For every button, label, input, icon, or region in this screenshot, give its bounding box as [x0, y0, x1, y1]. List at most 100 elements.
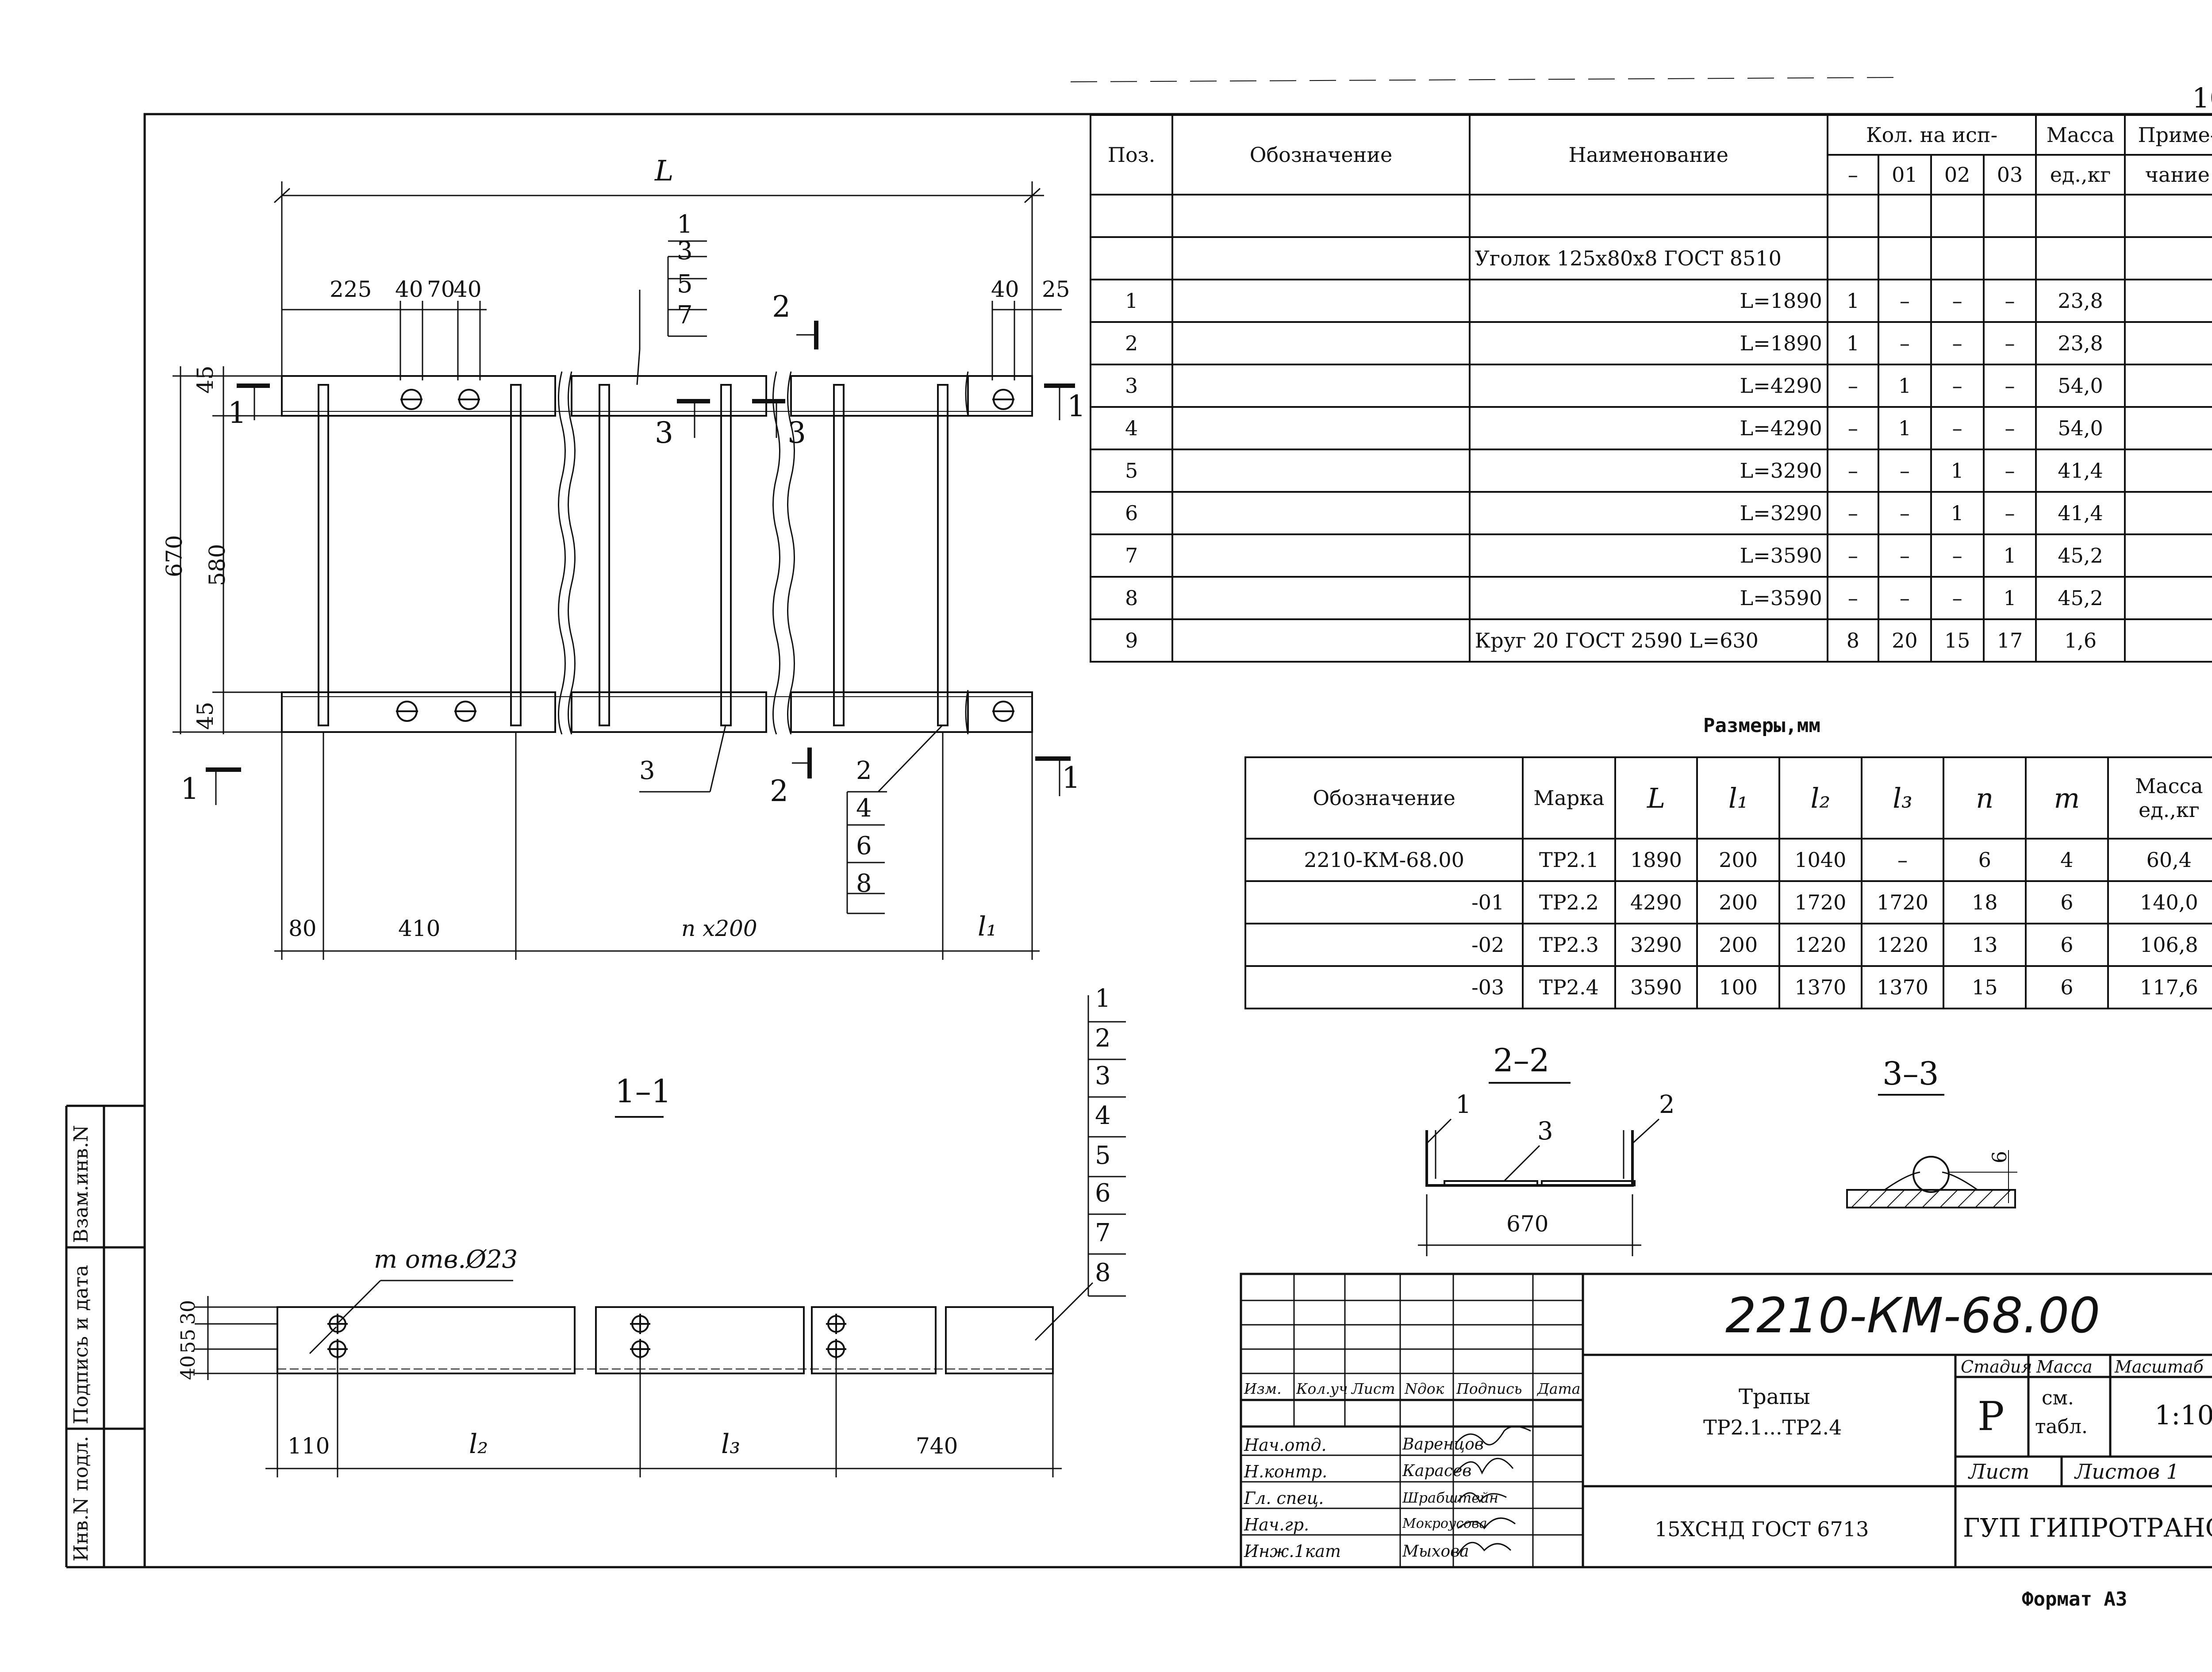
staff-name-4: Мыхова — [1402, 1542, 1469, 1561]
spec-qty: – — [1877, 576, 1932, 620]
dims-cell: -02 — [1244, 923, 1524, 967]
dims-cell: 1720 — [1860, 880, 1945, 924]
spec-mass: 45,2 — [2035, 576, 2126, 620]
dims-header: m — [2025, 756, 2109, 840]
spec-h-q3: 03 — [1982, 154, 2037, 196]
spec-mass: 23,8 — [2035, 321, 2126, 365]
callout-1-8-lines — [1087, 995, 1126, 1297]
spec-qty: 15 — [1930, 618, 1985, 663]
spec-designation — [1171, 576, 1471, 620]
section-mark-2b: 2 — [770, 774, 788, 808]
sec22-dim-670: 670 — [1506, 1211, 1549, 1237]
spec-table: Поз. Обозначение Наименование Кол. на ис… — [1089, 114, 2212, 663]
spec-pos: 8 — [1089, 576, 1174, 620]
bottom-angle-seg-4 — [967, 691, 1033, 733]
spec-mass: 54,0 — [2035, 406, 2126, 450]
callout-s-5: 5 — [1095, 1141, 1111, 1170]
dims-cell: ТР2.1 — [1522, 838, 1616, 882]
spec-designation — [1171, 533, 1471, 578]
dims-cell: 1890 — [1614, 838, 1698, 882]
spec-qty: – — [1877, 449, 1932, 493]
section-2-2-view — [1418, 1082, 1660, 1256]
dims-cell: 200 — [1696, 923, 1781, 967]
spec-note — [2124, 449, 2212, 493]
spec-pos: 7 — [1089, 533, 1174, 578]
spec-mass: 41,4 — [2035, 491, 2126, 535]
spec-qty: – — [1982, 491, 2037, 535]
spec-pos: 3 — [1089, 364, 1174, 408]
spec-note — [2124, 364, 2212, 408]
staff-name-3: Мокроусова — [1402, 1516, 1487, 1531]
spec-qty: 1 — [1982, 533, 2037, 578]
spec-qty: – — [1982, 321, 2037, 365]
dims-cell: 1370 — [1860, 965, 1945, 1009]
section-1-1-view — [276, 1116, 1054, 1374]
spec-note — [2124, 406, 2212, 450]
spec-qty — [1826, 194, 1879, 238]
spec-mass: 45,2 — [2035, 533, 2126, 578]
callout-top-3: 3 — [677, 237, 693, 265]
section-markers — [206, 321, 1075, 778]
spec-qty: 20 — [1877, 618, 1932, 663]
spec-qty: – — [1982, 449, 2037, 493]
dims-cell: 6 — [2025, 880, 2109, 924]
staff-name-1: Карасев — [1402, 1462, 1472, 1480]
spec-pos: 9 — [1089, 618, 1174, 663]
section-mark-2a: 2 — [772, 290, 791, 324]
dims-cell: -01 — [1244, 880, 1524, 924]
spec-mass: 1,6 — [2035, 618, 2126, 663]
spec-pos — [1089, 194, 1174, 238]
dims-header: L — [1614, 756, 1698, 840]
staff-role-1: Н.контр. — [1244, 1462, 1328, 1481]
tb-col-koluch: Кол.уч — [1296, 1380, 1348, 1397]
spec-qty: – — [1826, 491, 1879, 535]
stage-value: Р — [1978, 1393, 2005, 1440]
staff-role-0: Нач.отд. — [1244, 1435, 1327, 1455]
spec-name: L=3290 — [1468, 491, 1828, 535]
spec-h-pos: Поз. — [1089, 114, 1174, 196]
mass-label: Масса — [2036, 1357, 2093, 1377]
dims-cell: 6 — [2025, 923, 2109, 967]
sec22-label-3: 3 — [1537, 1117, 1553, 1146]
callout-bot-4: 4 — [856, 794, 872, 823]
spec-name: Круг 20 ГОСТ 2590 L=630 — [1468, 618, 1828, 663]
spec-name: L=3590 — [1468, 533, 1828, 578]
spec-designation — [1171, 279, 1471, 323]
tb-col-data: Дата — [1537, 1380, 1581, 1397]
spec-h-qty: Кол. на исп- — [1826, 114, 2037, 156]
staff-role-4: Инж.1кат — [1244, 1542, 1341, 1561]
callout-bot-6: 6 — [856, 832, 872, 860]
spec-qty — [1982, 194, 2037, 238]
product-range: ТР2.1...ТР2.4 — [1703, 1415, 1842, 1439]
dims-cell: 60,4 — [2107, 838, 2212, 882]
product-name: Трапы — [1739, 1384, 1810, 1409]
spec-name: L=3590 — [1468, 576, 1828, 620]
format-label: Формат А3 — [2022, 1588, 2128, 1611]
spec-qty: – — [1930, 533, 1985, 578]
spec-qty: – — [1826, 364, 1879, 408]
spec-designation — [1171, 406, 1471, 450]
section-2-2-title: 2–2 — [1493, 1042, 1550, 1079]
callout-s-6: 6 — [1095, 1179, 1111, 1208]
spec-name: Уголок 125x80x8 ГОСТ 8510 — [1468, 236, 1828, 280]
spec-qty — [1877, 236, 1932, 280]
spec-mass — [2035, 236, 2126, 280]
sec22-label-2: 2 — [1659, 1090, 1675, 1119]
dim-40c: 40 — [991, 276, 1019, 302]
callout-bot-8: 8 — [856, 869, 872, 898]
spec-h-mass2: ед.,кг — [2035, 154, 2126, 196]
callout-s-1: 1 — [1095, 984, 1111, 1013]
sheets-label: Листов 1 — [2075, 1460, 2179, 1484]
spec-qty — [1930, 194, 1985, 238]
spec-qty — [1930, 236, 1985, 280]
callout-top-1: 1 — [677, 210, 693, 239]
scale-label: Масштаб — [2115, 1357, 2204, 1377]
dim-740: 740 — [916, 1433, 958, 1459]
mass-value-2: табл. — [2035, 1415, 2088, 1438]
